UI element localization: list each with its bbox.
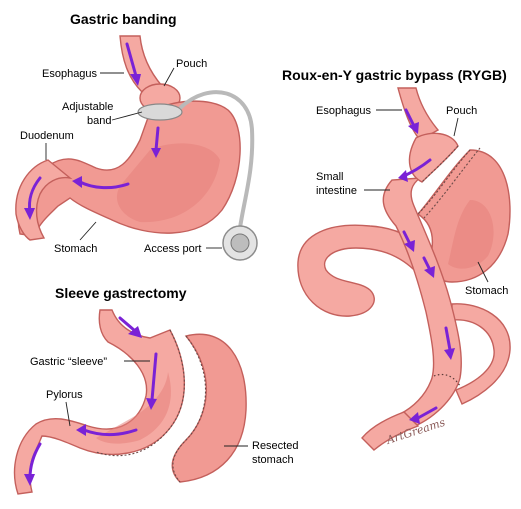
title-sleeve-gastrectomy: Sleeve gastrectomy: [55, 285, 187, 301]
rygb-arrowhead-2: [398, 170, 408, 182]
label-rygb-pouch: Pouch: [446, 105, 477, 117]
leader-banding-stomach: [79, 221, 97, 241]
sleeve-arrowhead-4: [24, 474, 35, 486]
banding-arrowhead-1: [130, 74, 141, 86]
leader-pylorus: [65, 401, 71, 427]
banding-arrow-3: [78, 180, 130, 190]
sleeve-arrowhead-3: [76, 424, 86, 436]
title-rygb: Roux-en-Y gastric bypass (RYGB): [282, 67, 507, 83]
rygb-arrow-4: [422, 256, 432, 272]
sleeve-arrowhead-2: [146, 398, 157, 410]
banding-arrowhead-3: [72, 176, 82, 188]
sleeve-arrowhead-1: [128, 326, 142, 338]
gastric-sleeve: [13, 309, 186, 495]
banding-stomach-shade: [116, 143, 220, 223]
rygb-pouch: [408, 132, 459, 183]
rygb-arrowhead-5: [444, 348, 455, 360]
gastric-banding-panel: Gastric banding Esophagus Pouch Adjustab…: [15, 11, 258, 261]
resected-staple-line: [172, 335, 207, 483]
remnant-staple-line-2: [423, 147, 481, 219]
sleeve-shade: [96, 372, 171, 444]
rygb-remnant-shade: [448, 200, 494, 269]
leader-rygb-pouch: [453, 117, 459, 137]
rygb-biliary-limb: [297, 224, 431, 317]
label-pylorus: Pylorus: [46, 389, 83, 401]
label-access-port: Access port: [144, 243, 201, 255]
rygb-common-channel: [361, 411, 420, 451]
pouch-staple-line: [421, 145, 459, 183]
rygb-panel: Roux-en-Y gastric bypass (RYGB): [282, 67, 511, 451]
rygb-lower-loop: [451, 303, 511, 405]
leader-band: [111, 111, 143, 121]
rygb-arrowhead-1: [408, 122, 419, 134]
sleeve-staple-line: [95, 329, 185, 457]
rygb-arrowhead-6: [409, 412, 420, 424]
label-small: Small: [316, 171, 344, 183]
label-resected-stomach: stomach: [252, 454, 294, 466]
rygb-esophagus: [397, 87, 440, 141]
banding-arrow-1: [125, 42, 138, 78]
label-band: band: [87, 115, 111, 127]
access-port-center: [230, 233, 250, 253]
label-resected: Resected: [252, 440, 298, 452]
label-adjustable: Adjustable: [62, 101, 113, 113]
sleeve-arrow-1: [118, 316, 136, 332]
sleeve-gastrectomy-panel: Sleeve gastrectomy Gastric “sleeve” Pylo…: [13, 285, 298, 495]
rygb-arrowhead-3: [404, 240, 415, 252]
sleeve-arrow-2: [150, 352, 158, 402]
rygb-arrow-3: [402, 230, 412, 246]
remnant-staple-line: [417, 149, 471, 215]
label-rygb-stomach: Stomach: [465, 285, 508, 297]
title-gastric-banding: Gastric banding: [70, 11, 177, 27]
rygb-arrow-1: [404, 108, 416, 128]
band-tube: [178, 90, 255, 229]
label-banding-esophagus: Esophagus: [42, 68, 98, 80]
label-rygb-esophagus: Esophagus: [316, 105, 372, 117]
label-banding-pouch: Pouch: [176, 58, 207, 70]
label-gastric-sleeve: Gastric “sleeve”: [30, 356, 107, 368]
label-intestine: intestine: [316, 185, 357, 197]
banding-arrow-2: [154, 126, 160, 152]
banding-duodenum: [15, 159, 73, 241]
leader-rygb-stomach: [477, 261, 489, 283]
rygb-arrow-5: [444, 326, 452, 352]
label-duodenum: Duodenum: [20, 130, 74, 142]
banding-arrowhead-2: [151, 148, 161, 158]
label-banding-stomach: Stomach: [54, 243, 97, 255]
adjustable-band: [137, 103, 183, 121]
rygb-arrow-6: [416, 406, 438, 420]
sleeve-arrow-3: [82, 428, 138, 436]
leader-banding-pouch: [163, 67, 175, 87]
resected-stomach: [171, 333, 247, 483]
banding-arrowhead-4: [24, 208, 35, 220]
rygb-arrowhead-4: [424, 266, 435, 278]
